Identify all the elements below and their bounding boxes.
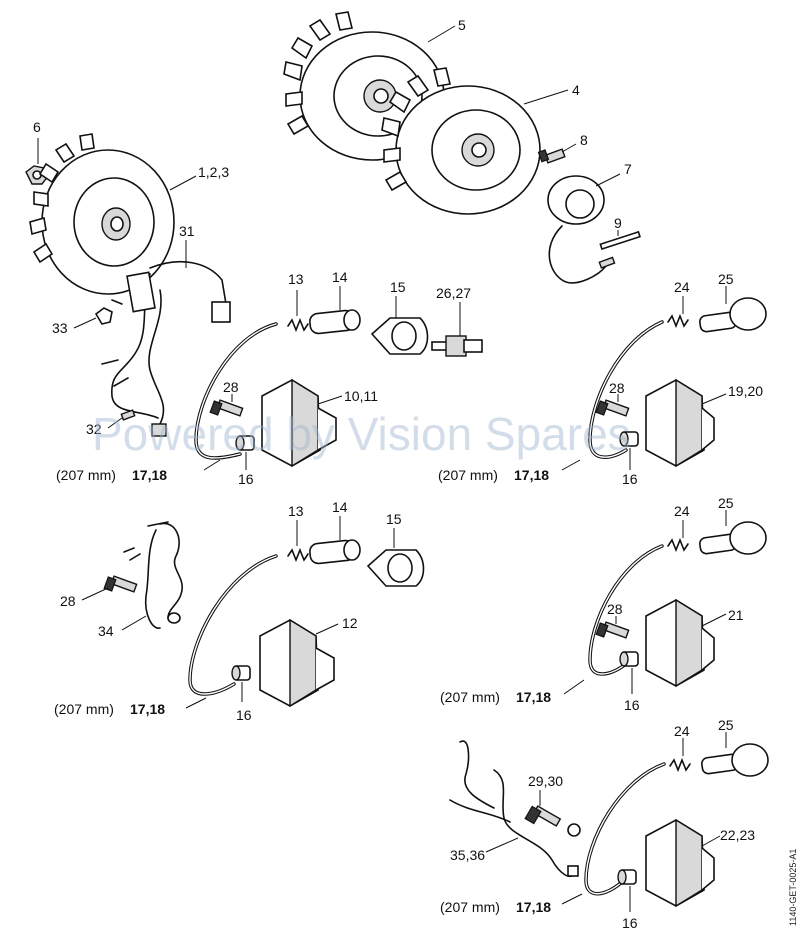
callout-24-a: 24	[674, 279, 690, 295]
callout-33: 33	[52, 320, 68, 336]
wiring-harness-part-31	[101, 261, 231, 437]
ignition-module-part-22-23	[645, 818, 715, 908]
ignition-module-part-19-20	[645, 378, 715, 468]
callout-8: 8	[580, 132, 588, 148]
dimension-a-ref: 17,18	[132, 467, 167, 483]
screw-part-28-b	[595, 399, 630, 417]
flywheel-part-4	[381, 67, 541, 215]
dimension-e-mm: (207 mm)	[440, 899, 500, 915]
dimension-d-ref: 17,18	[516, 689, 551, 705]
clip-part-33	[94, 299, 123, 325]
callout-13-b: 13	[288, 503, 304, 519]
callout-16-d: 16	[624, 697, 640, 713]
callout-16-b: 16	[622, 471, 638, 487]
dimension-e-ref: 17,18	[516, 899, 551, 915]
callout-16-c: 16	[236, 707, 252, 723]
callout-19-20: 19,20	[728, 383, 763, 399]
pin-part-9	[599, 230, 641, 251]
callout-14-a: 14	[332, 269, 348, 285]
callout-25-a: 25	[718, 271, 734, 287]
screw-part-28-a	[209, 399, 244, 417]
screw-part-32	[120, 409, 136, 421]
callout-28-b: 28	[609, 380, 625, 396]
spark-plug-boot-part-25-c	[701, 743, 769, 777]
callout-28-d: 28	[607, 601, 623, 617]
spark-plug-boot-part-25-a	[699, 297, 767, 333]
screw-part-8	[537, 148, 566, 164]
terminal-part-16-a	[235, 435, 255, 451]
callout-10-11: 10,11	[344, 388, 378, 404]
callout-15-a: 15	[390, 279, 406, 295]
spring-part-24-c	[669, 757, 691, 773]
spring-part-24-b	[667, 537, 689, 553]
terminal-part-16-e	[617, 869, 637, 885]
callout-25-c: 25	[718, 717, 734, 733]
spark-plug-boot-part-14-b	[309, 539, 361, 565]
watermark-text: Powered by Vision Spares	[92, 408, 631, 460]
dimension-b-ref: 17,18	[514, 467, 549, 483]
callout-12: 12	[342, 615, 358, 631]
wiring-harness-part-34	[123, 521, 183, 629]
spark-plug-boot-part-25-b	[699, 521, 767, 555]
callout-24-c: 24	[674, 723, 690, 739]
ignition-module-part-12	[259, 618, 335, 708]
drawing-code: 1140-GET-0025-A1	[788, 849, 798, 926]
dimension-b-mm: (207 mm)	[438, 467, 498, 483]
callout-5: 5	[458, 17, 466, 33]
spark-plug-boot-part-14-a	[309, 309, 361, 335]
callout-32: 32	[86, 421, 102, 437]
trigger-module-part-7	[547, 175, 616, 284]
callout-35-36: 35,36	[450, 847, 485, 863]
callout-25-b: 25	[718, 495, 734, 511]
wiring-harness-part-35-36	[449, 740, 581, 878]
terminal-part-16-c	[231, 665, 251, 681]
callout-13-a: 13	[288, 271, 304, 287]
callout-34: 34	[98, 623, 114, 639]
spring-part-13-b	[287, 547, 309, 563]
dimension-c-ref: 17,18	[130, 701, 165, 717]
ignition-module-part-21	[645, 598, 715, 688]
dimension-d-mm: (207 mm)	[440, 689, 500, 705]
flywheel-part-5	[283, 11, 445, 161]
dimension-a-mm: (207 mm)	[56, 467, 116, 483]
callout-16-e: 16	[622, 915, 638, 931]
terminal-part-16-b	[619, 431, 639, 447]
screw-part-28-c	[103, 575, 138, 593]
spark-plug-part-26-27	[431, 335, 483, 357]
screw-part-29-30	[524, 805, 562, 827]
callout-31: 31	[179, 223, 195, 239]
callout-29-30: 29,30	[528, 773, 563, 789]
callout-14-b: 14	[332, 499, 348, 515]
callout-24-b: 24	[674, 503, 690, 519]
screw-part-28-d	[595, 621, 630, 639]
callout-4: 4	[572, 82, 580, 98]
ignition-module-part-10-11	[261, 378, 337, 468]
callout-22-23: 22,23	[720, 827, 755, 843]
callout-26-27: 26,27	[436, 285, 471, 301]
callout-21: 21	[728, 607, 744, 623]
dimension-c-mm: (207 mm)	[54, 701, 114, 717]
callout-28-c: 28	[60, 593, 76, 609]
callout-6: 6	[33, 119, 41, 135]
callout-7: 7	[624, 161, 632, 177]
spring-part-13-a	[287, 317, 309, 333]
cap-part-15-b	[366, 549, 425, 587]
callout-16-a: 16	[238, 471, 254, 487]
callout-28-a: 28	[223, 379, 239, 395]
terminal-part-16-d	[619, 651, 639, 667]
callout-15-b: 15	[386, 511, 402, 527]
cap-part-15-a	[370, 317, 429, 355]
callout-1-2-3: 1,2,3	[198, 164, 229, 180]
flywheel-part-1-2-3	[29, 133, 175, 295]
spring-part-24-a	[667, 313, 689, 329]
callout-9: 9	[614, 215, 622, 231]
